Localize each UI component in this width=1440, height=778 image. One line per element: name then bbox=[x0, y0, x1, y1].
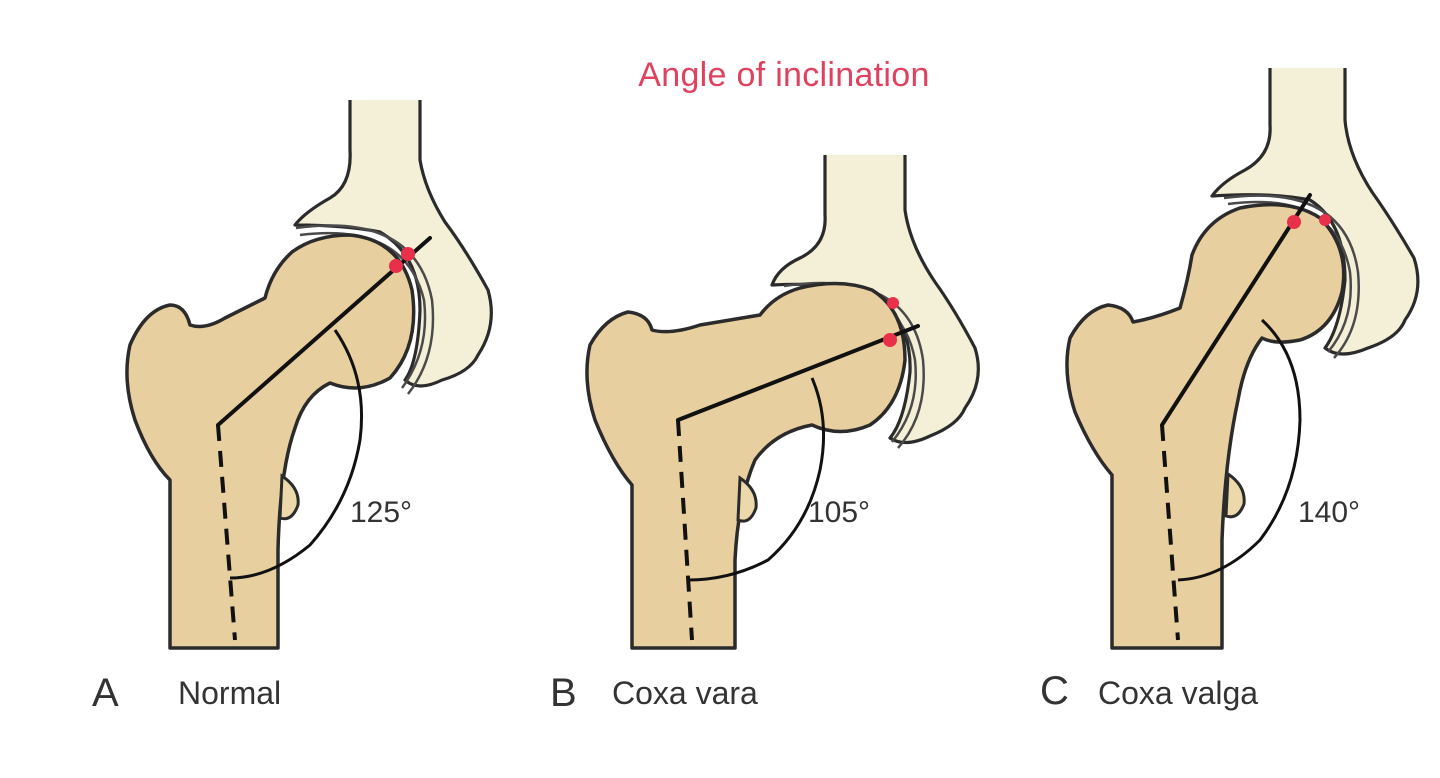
panel-letter: C bbox=[1040, 669, 1069, 713]
panel-letter: B bbox=[550, 671, 577, 715]
angle-label: 105° bbox=[808, 496, 870, 529]
panel-letter: A bbox=[92, 671, 119, 715]
lesser-trochanter bbox=[738, 478, 756, 521]
femur-bone bbox=[1067, 205, 1344, 648]
femur-bone bbox=[127, 235, 414, 648]
panel-coxa-vara: 105° B Coxa vara bbox=[550, 155, 978, 715]
marker-dot bbox=[887, 297, 899, 309]
panel-name: Normal bbox=[178, 675, 281, 711]
panel-name: Coxa valga bbox=[1098, 675, 1258, 711]
femur-bone bbox=[587, 283, 905, 648]
lesser-trochanter bbox=[1226, 474, 1244, 517]
marker-dot bbox=[389, 259, 403, 273]
lesser-trochanter bbox=[280, 476, 298, 519]
panel-coxa-valga: 140° C Coxa valga bbox=[1040, 68, 1418, 713]
marker-dot bbox=[1287, 215, 1301, 229]
angle-label: 125° bbox=[350, 496, 412, 529]
angle-label: 140° bbox=[1298, 496, 1360, 529]
panel-normal: 125° A Normal bbox=[92, 100, 491, 715]
marker-dot bbox=[1319, 214, 1331, 226]
panel-name: Coxa vara bbox=[612, 675, 758, 711]
marker-dot bbox=[401, 247, 415, 261]
marker-dot bbox=[883, 333, 897, 347]
